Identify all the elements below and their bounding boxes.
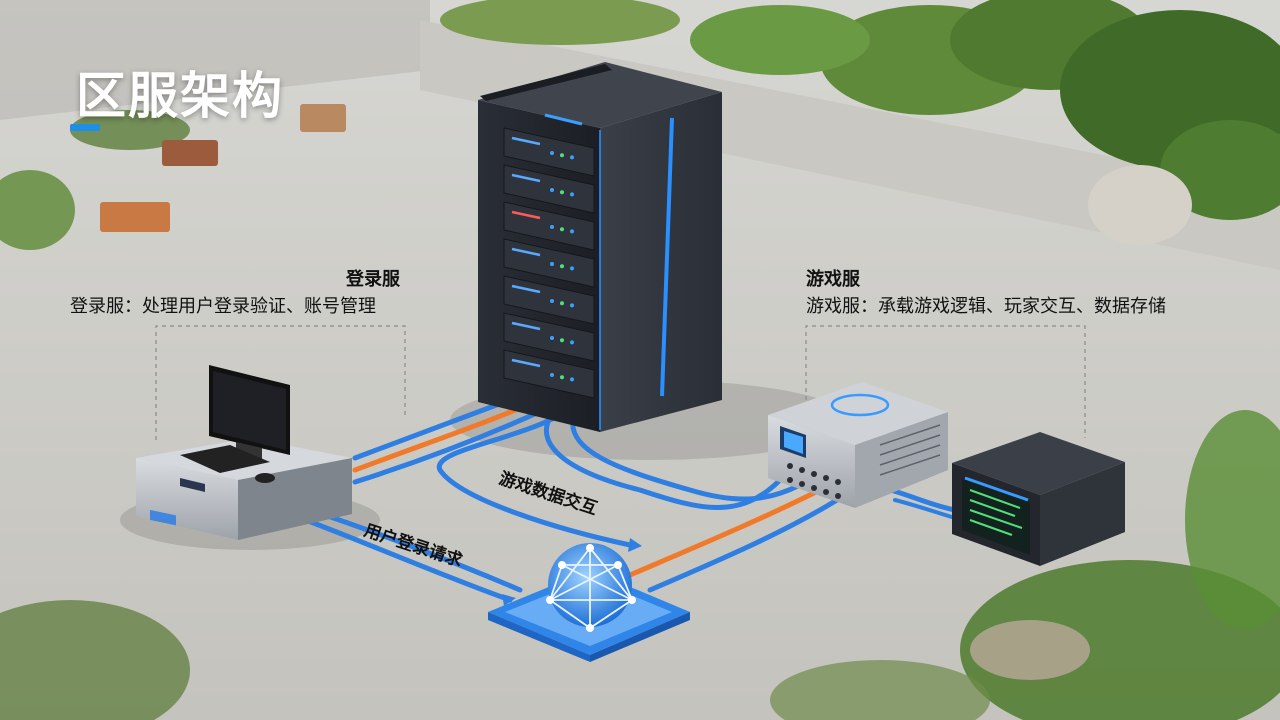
foliage-left (0, 110, 190, 250)
game-guide-line (805, 325, 1086, 438)
device-knob (811, 485, 817, 491)
device-knob (823, 475, 829, 481)
network-hub (488, 543, 690, 662)
device-knob (823, 489, 829, 495)
login-server-description: 登录服：处理用户登录验证、账号管理 (70, 296, 376, 317)
game-server-heading: 游戏服 (806, 269, 860, 290)
back-wall (0, 0, 430, 120)
rack-unit (503, 164, 595, 214)
foliage-bottom (0, 410, 1280, 720)
rack-unit (503, 127, 595, 177)
game-server-description: 游戏服：承载游戏逻辑、玩家交互、数据存储 (806, 296, 1166, 317)
device-knob (835, 493, 841, 499)
rack-unit (503, 275, 595, 325)
page-title: 区服架构 (76, 67, 284, 125)
rack-unit (503, 349, 595, 399)
storage-box (952, 432, 1125, 566)
device-knob (799, 467, 805, 473)
login-server-heading: 登录服 (346, 269, 400, 290)
title-accent-bar (70, 124, 100, 131)
bricks (100, 104, 346, 232)
rock (1088, 165, 1192, 245)
server-rack (478, 62, 722, 432)
rack-unit (503, 238, 595, 288)
login-server-pc (136, 365, 352, 540)
device-knob (787, 463, 793, 469)
device-knob (799, 481, 805, 487)
device-knob (835, 479, 841, 485)
rack-unit (503, 312, 595, 362)
device-knob (787, 477, 793, 483)
rack-unit (503, 201, 595, 251)
game-server-device (768, 382, 948, 508)
device-knob (811, 471, 817, 477)
login-guide-line (155, 325, 406, 440)
foliage-top-right (440, 0, 1280, 220)
